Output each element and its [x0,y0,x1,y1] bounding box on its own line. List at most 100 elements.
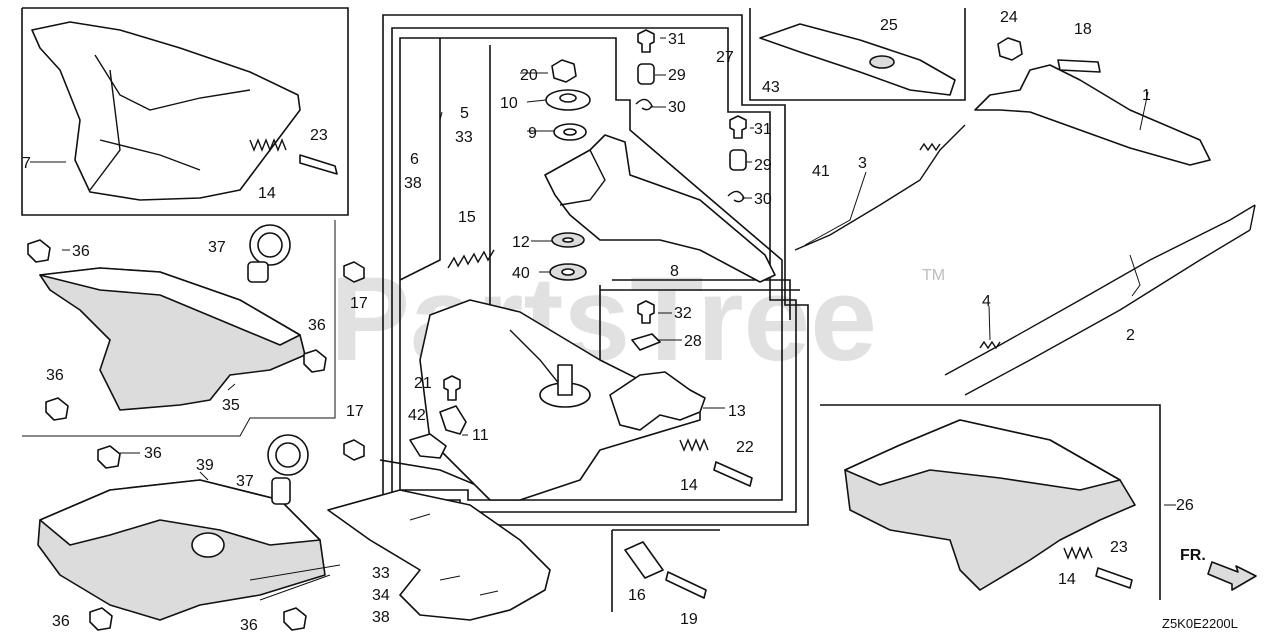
panel-center [327,14,809,621]
callout-36-b: 36 [308,317,326,334]
callout-22: 22 [736,439,754,456]
callout-36-c: 36 [46,367,64,384]
part-17-bolt-a [343,261,365,283]
callout-41: 41 [812,163,830,180]
part-31-screw-a [637,29,655,53]
callout-8: 8 [670,263,679,280]
part-2-rod [944,204,1256,376]
callout-36-f: 36 [240,617,258,634]
callout-2: 2 [1126,327,1135,344]
part-34-mat [327,489,551,621]
callout-30-a: 30 [668,99,686,116]
part-20-nut [551,59,577,83]
callout-34: 34 [372,587,390,604]
part-15-spring [447,249,495,269]
callout-18: 18 [1074,21,1092,38]
callout-28: 28 [684,333,702,350]
callout-43: 43 [762,79,780,96]
part-29-fitting-b [729,149,747,171]
part-17-bolt-b [343,439,365,461]
callout-36-e: 36 [52,613,70,630]
callout-15: 15 [458,209,476,226]
part-28-clamp [631,333,661,351]
callout-21: 21 [414,375,432,392]
callout-37-b: 37 [236,473,254,490]
callout-32: 32 [674,305,692,322]
part-19-bolt [665,571,707,599]
callout-30-b: 30 [754,191,772,208]
callout-numbers: 1 2 3 4 5 33 6 38 7 8 9 10 11 12 13 14 1… [22,9,1194,634]
callout-38-a: 38 [404,175,422,192]
part-29-fitting-a [637,63,655,85]
part-7-cover [31,21,301,201]
callout-39: 39 [196,457,214,474]
callout-33-a: 33 [455,129,473,146]
part-13-lever [609,371,706,431]
part-14-spring-b [679,438,709,452]
callout-36-a: 36 [72,243,90,260]
part-36-bolt-d [97,445,121,469]
panel-bottom-right [820,404,1257,600]
part-30-clip-b [727,190,745,203]
callout-20: 20 [520,67,538,84]
callout-24: 24 [1000,9,1018,26]
callout-35: 35 [222,397,240,414]
direction-label: FR. [1180,547,1206,564]
part-25-plate [759,23,956,96]
front-direction-arrow [1207,561,1257,591]
part-14-spring-c [1063,546,1093,560]
part-36-bolt-c [45,397,69,421]
part-8-bracket [544,134,776,283]
callout-7: 7 [22,155,31,172]
part-32-screw [637,300,655,324]
callout-38-b: 38 [372,609,390,626]
part-31-screw-b [729,115,747,139]
callout-33-b: 33 [372,565,390,582]
part-18-bolt [1057,59,1101,73]
part-30-clip-a [635,98,653,111]
part-24-nut [997,37,1023,61]
panel-top-right [749,8,1256,396]
leader-lines [30,37,1176,506]
callout-10: 10 [500,95,518,112]
callout-14-a: 14 [258,185,276,202]
part-4-spring [979,340,1001,350]
callout-25: 25 [880,17,898,34]
callout-9: 9 [528,125,537,142]
part-36-bolt-e [89,607,113,631]
callout-29-a: 29 [668,67,686,84]
callout-4: 4 [982,293,991,310]
callout-36-d: 36 [144,445,162,462]
callout-23-a: 23 [310,127,328,144]
callout-29-b: 29 [754,157,772,174]
callout-5: 5 [460,105,469,122]
diagram-code: Z5K0E2200L [1162,616,1238,631]
panel-bottom-left [37,434,341,631]
callout-12: 12 [512,234,530,251]
callout-6: 6 [410,151,419,168]
part-36-bolt-f [283,607,307,631]
part-23-bolt-a [299,154,338,175]
part-22-bolt [713,461,753,487]
callout-26: 26 [1176,497,1194,514]
callout-11: 11 [472,427,489,444]
callout-17-b: 17 [346,403,364,420]
part-42-clip [409,433,447,459]
callout-16: 16 [628,587,646,604]
part-21-screw [443,375,461,401]
part-36-bolt-b [303,349,327,373]
callout-23-b: 23 [1110,539,1128,556]
callout-42: 42 [408,407,426,424]
part-14-spring-a [249,138,287,152]
callout-3: 3 [858,155,867,172]
callout-19: 19 [680,611,698,628]
part-16-sleeve [624,541,664,579]
callout-40: 40 [512,265,530,282]
callout-31-a: 31 [668,31,686,48]
part-36-bolt-a [27,239,51,263]
panel-left-middle [22,220,336,437]
callout-13: 13 [728,403,746,420]
callout-14-c: 14 [1058,571,1076,588]
callout-31-b: 31 [754,121,772,138]
